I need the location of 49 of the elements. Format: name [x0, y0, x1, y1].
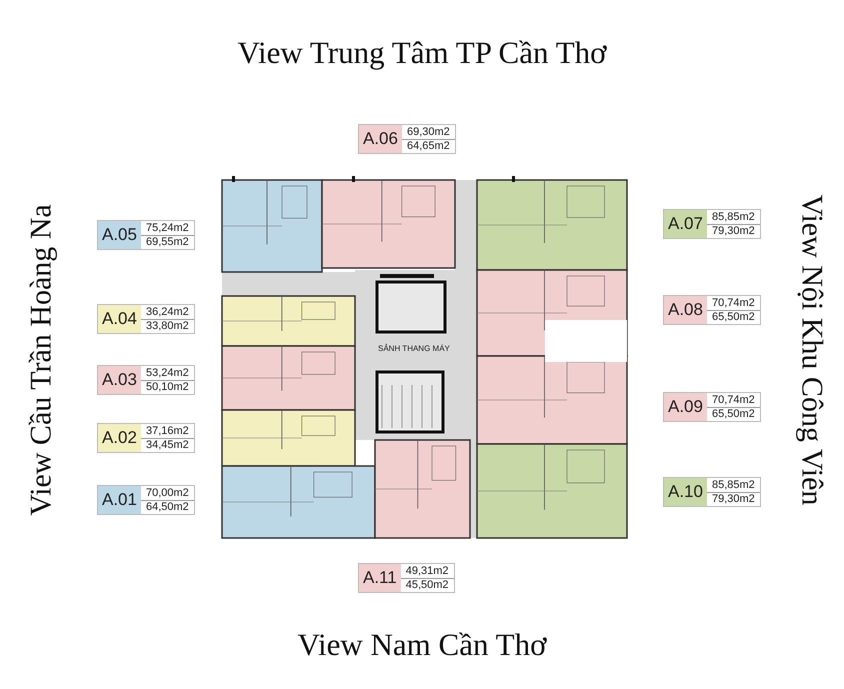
view-label: View Nội Khu Công Viên: [794, 194, 830, 506]
unit-code: A.05: [98, 221, 141, 249]
unit-area: 34,45m2: [140, 438, 194, 452]
unit-area: 69,30m2: [402, 126, 455, 140]
unit-area: 69,55m2: [140, 236, 194, 248]
unit-area: 49,31m2: [400, 564, 454, 578]
unit-tag: [97, 220, 195, 250]
unit-area: 70,74m2: [706, 296, 760, 310]
unit-tag: [97, 365, 195, 395]
unit-tag: [97, 423, 195, 453]
unit-area: 75,24m2: [140, 222, 194, 236]
unit-area: 65,50m2: [706, 408, 760, 420]
unit-area: 64,50m2: [140, 500, 194, 514]
unit-code: A.07: [664, 210, 707, 238]
diagram-title: View Trung Tâm TP Cần Thơ: [236, 34, 608, 72]
unit-area: 79,30m2: [706, 492, 760, 506]
unit-area: 37,16m2: [140, 424, 194, 438]
unit-area: 33,80m2: [140, 320, 194, 332]
unit-code: A.02: [98, 424, 141, 452]
unit-area: 70,00m2: [140, 486, 194, 500]
unit-area: 45,50m2: [400, 578, 454, 592]
room-label: SẢNH THANG MÁY: [378, 343, 450, 355]
unit-code: A.10: [664, 478, 707, 506]
unit-area: 50,10m2: [140, 380, 194, 394]
unit-area: 64,65m2: [402, 140, 455, 152]
unit-area: 70,74m2: [706, 394, 760, 408]
unit-tag: [663, 295, 761, 325]
unit-area: 53,24m2: [140, 366, 194, 380]
unit-tag: [358, 124, 456, 154]
unit-tag: [358, 563, 455, 593]
unit-tag: [97, 304, 195, 334]
unit-code: A.09: [664, 393, 707, 421]
view-label: View Nam Cần Thơ: [296, 626, 548, 664]
unit-area: 79,30m2: [706, 224, 760, 238]
unit-code: A.11: [359, 564, 401, 592]
unit-area: 85,85m2: [706, 210, 760, 224]
unit-code: A.08: [664, 296, 707, 324]
unit-area: 85,85m2: [706, 478, 760, 492]
unit-tag: [97, 485, 195, 515]
unit-area: 36,24m2: [140, 306, 194, 320]
unit-area: 65,50m2: [706, 310, 760, 324]
view-label: View Cầu Trần Hoàng Na: [24, 204, 58, 516]
unit-tag: [663, 392, 761, 422]
unit-tag: [663, 209, 761, 239]
unit-code: A.03: [98, 366, 141, 394]
unit-code: A.04: [98, 305, 141, 333]
unit-code: A.06: [359, 125, 402, 153]
unit-tag: [663, 477, 761, 507]
unit-code: A.01: [98, 486, 141, 514]
